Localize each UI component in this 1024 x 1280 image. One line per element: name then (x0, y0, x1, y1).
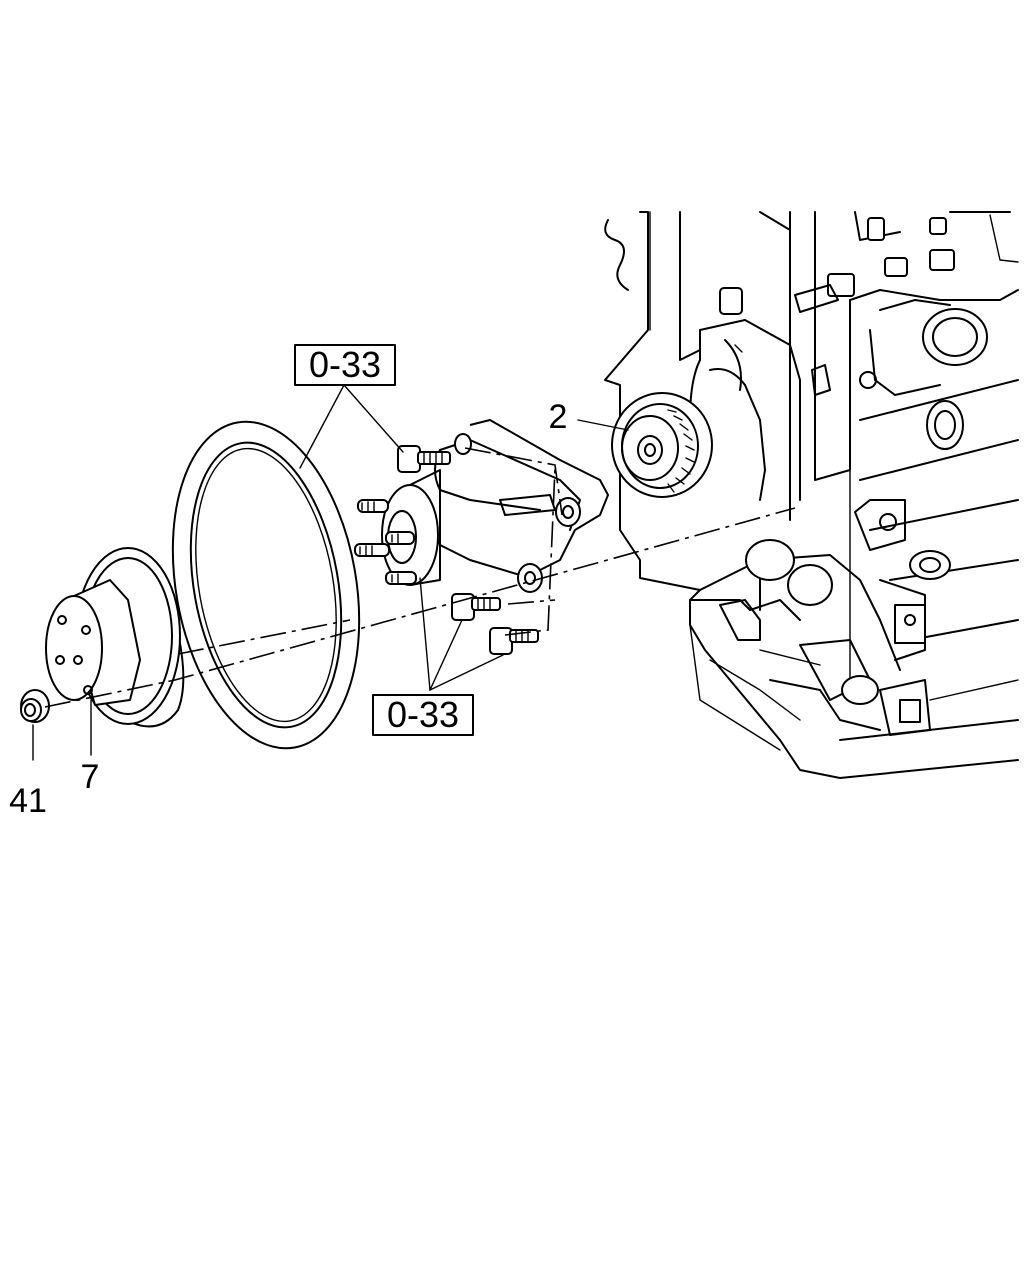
reference-box-top: 0-33 (294, 344, 396, 386)
callout-part-41: 41 (9, 782, 47, 820)
gasket-ring (171, 420, 361, 750)
timing-pulley-part-2 (611, 392, 713, 498)
pump-studs (354, 499, 417, 585)
callout-part-2: 2 (549, 398, 568, 436)
callout-part-7: 7 (81, 758, 100, 796)
pulley-part-7 (45, 547, 185, 728)
top-bolts (719, 217, 955, 315)
reference-box-bottom: 0-33 (372, 694, 474, 736)
reference-label-bottom: 0-33 (387, 694, 459, 735)
leader-lines (32, 384, 629, 761)
reference-label-top: 0-33 (309, 344, 381, 385)
center-axis (44, 447, 796, 708)
flange-nut-part-41 (20, 689, 50, 723)
engine-block (604, 211, 1019, 779)
pump-bolts (397, 445, 539, 655)
